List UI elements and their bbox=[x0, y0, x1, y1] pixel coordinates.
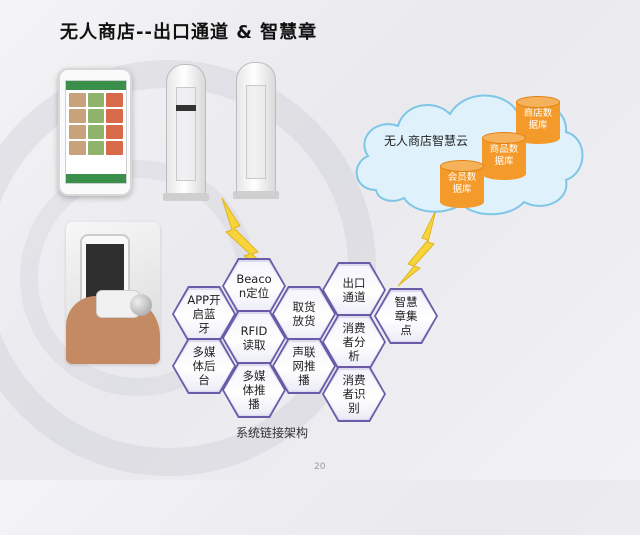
database-icon: 商品数据库 bbox=[482, 132, 526, 180]
database-label-line2: 据库 bbox=[452, 184, 472, 195]
hex-label-pick-place: 取货 放货 bbox=[292, 300, 316, 328]
database-label-line1: 商品数 bbox=[489, 144, 519, 155]
phone-product-grid bbox=[66, 90, 126, 158]
hex-label-exit-channel: 出口 通道 bbox=[342, 276, 366, 304]
database-label-line1: 会员数 bbox=[447, 172, 477, 183]
cloud-label: 无人商店智慧云 bbox=[384, 134, 469, 148]
smartphone-app-image bbox=[58, 68, 132, 196]
slide: 无人商店--出口通道 & 智慧章 bbox=[0, 0, 640, 480]
phone-footer-bar bbox=[66, 174, 126, 183]
lightning-bolt-icon bbox=[397, 209, 437, 287]
database-label-line2: 据库 bbox=[528, 120, 548, 131]
database-label-line2: 据库 bbox=[494, 156, 514, 167]
phone-screen bbox=[65, 80, 127, 184]
slide-title: 无人商店--出口通道 & 智慧章 bbox=[60, 22, 318, 43]
exit-gate-left bbox=[163, 64, 209, 201]
hex-label-consumer-analysis: 消费 者分 析 bbox=[342, 321, 366, 363]
hex-label-rfid-read: RFID 读取 bbox=[240, 324, 268, 352]
exit-gate-right bbox=[233, 62, 279, 199]
database-icon: 商店数据库 bbox=[516, 96, 560, 144]
hex-label-app-bluetooth: APP开 启蓝 牙 bbox=[187, 293, 221, 335]
database-label-line1: 商店数 bbox=[523, 108, 553, 119]
hex-label-smart-stamp: 智慧 章集 点 bbox=[394, 295, 418, 337]
hex-label-multimedia-backend: 多媒 体后 台 bbox=[192, 345, 216, 387]
database-icon: 会员数据库 bbox=[440, 160, 484, 208]
phone-header-bar bbox=[66, 81, 126, 90]
hex-label-consumer-recognition: 消费 者识 别 bbox=[342, 373, 366, 415]
hex-label-beacon-positioning: Beaco n定位 bbox=[236, 272, 272, 300]
hex-label-sound-network-push: 声联 网推 播 bbox=[292, 345, 316, 387]
page-number: 20 bbox=[314, 462, 326, 472]
hex-label-multimedia-push: 多媒 体推 播 bbox=[242, 369, 266, 411]
hand-with-phone-photo bbox=[66, 222, 160, 364]
architecture-caption: 系统链接架构 bbox=[236, 426, 309, 440]
